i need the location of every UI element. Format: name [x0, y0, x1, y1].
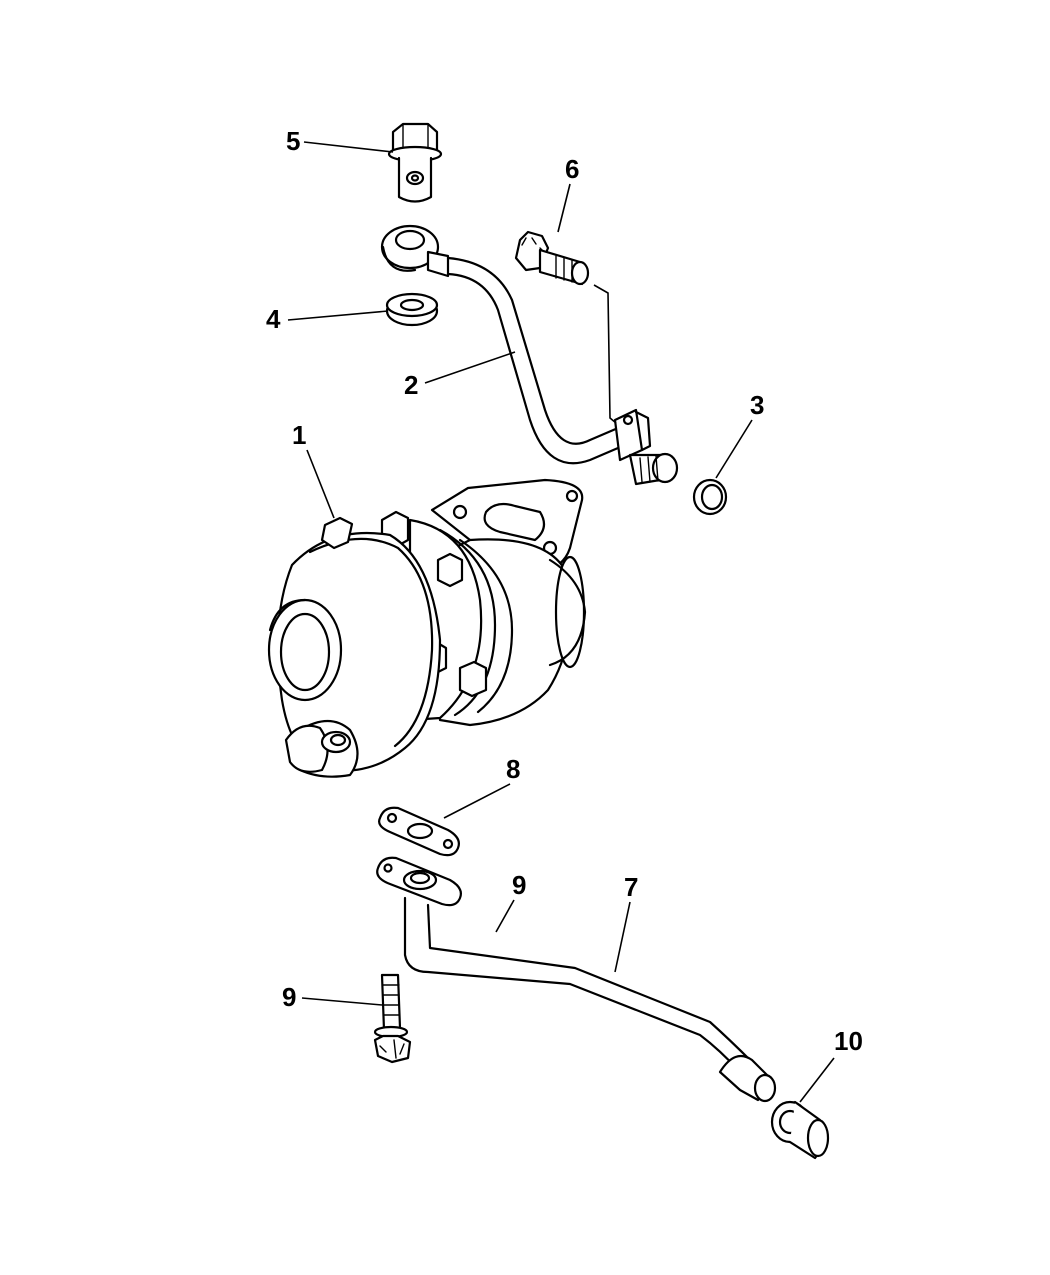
callout-labels: 5 6 4 2 3 1 8 9 7 9 10: [266, 126, 863, 1056]
part-1-turbocharger: [267, 478, 587, 778]
part-7-oil-return-tube: [376, 856, 777, 1103]
part-10-grommet: [770, 1100, 830, 1160]
callout-8: 8: [506, 754, 520, 784]
callout-9-upper: 9: [512, 870, 526, 900]
part-4-washer: [385, 292, 439, 327]
callout-5: 5: [286, 126, 300, 156]
callout-10: 10: [834, 1026, 863, 1056]
part-3-o-ring: [692, 478, 728, 516]
callout-6: 6: [565, 154, 579, 184]
part-8-gasket: [378, 806, 460, 857]
callout-1: 1: [292, 420, 306, 450]
part-6-bolt: [514, 230, 617, 424]
part-5-banjo-bolt: [387, 122, 443, 203]
part-9-stud-bolt: [373, 973, 412, 1064]
callout-4: 4: [266, 304, 281, 334]
callout-9-lower: 9: [282, 982, 296, 1012]
callout-7: 7: [624, 872, 638, 902]
callout-2: 2: [404, 370, 418, 400]
leader-lines: [287, 141, 835, 1103]
callout-3: 3: [750, 390, 764, 420]
part-2-oil-feed-tube: [380, 224, 679, 486]
